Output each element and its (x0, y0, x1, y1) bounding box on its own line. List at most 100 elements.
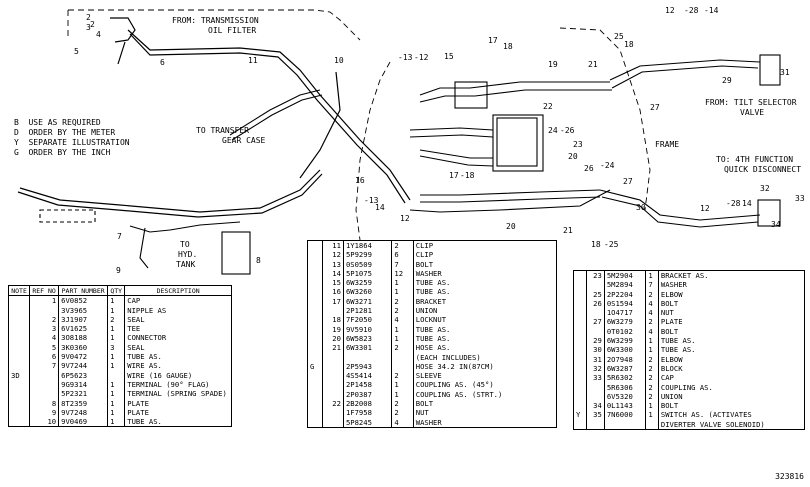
cell-desc: ELBOW (660, 289, 683, 299)
cell-part: 6W3299 (604, 336, 647, 346)
cell-ref: 1 (29, 295, 60, 306)
cell-ref: 7 (29, 361, 60, 371)
cell-part: 6W3260 (343, 287, 393, 297)
callout: 23 (573, 140, 583, 149)
cell-qty: 2 (391, 240, 414, 251)
cell-qty: 2 (645, 391, 659, 402)
cell-desc: NUT (415, 408, 429, 418)
cell-note (573, 308, 587, 318)
table-row: DIVERTER VALVE SOLENOID) (573, 419, 805, 430)
cell-desc: TUBE AS. (415, 287, 451, 297)
cell-note (8, 342, 31, 353)
cell-desc: SLEEVE (415, 371, 442, 381)
cell-qty: 2 (391, 399, 414, 409)
callout: 6 (160, 58, 165, 67)
cell-ref (586, 326, 605, 337)
cell-qty (391, 352, 414, 362)
legend-item: G ORDER BY THE INCH (14, 148, 130, 158)
cell-qty: 1 (107, 417, 126, 427)
callout: 22 (543, 102, 553, 111)
cell-part: 6W3279 (604, 317, 647, 327)
cell-note: Y (573, 410, 587, 420)
cell-desc: TUBE AS. (415, 324, 451, 334)
col-part: PART NUMBER (58, 285, 109, 297)
cell-note (573, 317, 587, 327)
cell-part: 6W5823 (343, 333, 393, 344)
cell-part: 6V0852 (58, 295, 109, 306)
cell-desc: CAP (660, 373, 674, 383)
cell-desc: BOLT (660, 326, 679, 336)
legend-item: D ORDER BY THE METER (14, 128, 130, 138)
cell-desc: TUBE AS. (127, 352, 162, 362)
callout: 8 (256, 256, 261, 265)
cell-ref: 10 (29, 417, 60, 427)
cell-qty: 1 (391, 278, 414, 288)
col-desc: DESCRIPTION (124, 285, 232, 297)
cell-desc: BRACKET (415, 296, 447, 306)
callout: 30 (636, 203, 646, 212)
cell-ref (322, 361, 344, 372)
cell-ref: 23 (586, 270, 605, 281)
cell-part: 2P2204 (604, 289, 647, 299)
cell-qty: 1 (391, 389, 414, 400)
cell-part: 5P9299 (343, 250, 393, 260)
cell-qty: 1 (107, 361, 126, 371)
cell-part: 3J1907 (58, 314, 109, 325)
cell-part: 5P2321 (58, 389, 109, 399)
cell-ref: 30 (586, 345, 605, 355)
callout: 32 (760, 184, 770, 193)
cell-part: 1O4717 (604, 308, 647, 318)
table-row: (EACH INCLUDES) (307, 352, 557, 362)
cell-note (573, 280, 587, 290)
cell-ref: 8 (29, 398, 60, 408)
cell-desc: CLIP (415, 241, 434, 250)
cell-qty: 1 (645, 401, 659, 411)
cell-desc: NUT (660, 308, 674, 318)
cell-qty: 4 (391, 417, 414, 428)
cell-ref: 34 (586, 401, 605, 411)
cell-qty: 4 (645, 308, 659, 318)
cell-desc: HOSE AS. (415, 343, 451, 353)
cell-ref (322, 306, 344, 316)
cell-part: 6W3287 (604, 363, 647, 374)
cell-part: 1F7958 (343, 408, 393, 418)
cell-desc: PLATE (660, 317, 683, 327)
cell-ref: 2 (29, 314, 60, 325)
callout: -13 (398, 53, 413, 62)
cell-note (573, 326, 587, 337)
cell-note (8, 305, 31, 315)
callout: 12 (665, 6, 675, 15)
machine-outline (67, 9, 651, 241)
cell-ref: 15 (322, 278, 344, 288)
callout: -13 (364, 196, 379, 205)
cell-qty: 4 (391, 315, 414, 325)
cell-part: 6W3300 (604, 345, 647, 355)
cell-part: 0S0509 (343, 259, 393, 269)
cell-note (307, 333, 323, 344)
callout: 11 (248, 56, 258, 65)
cell-part: 0L1143 (604, 401, 647, 411)
caption-to-4th: TO: 4TH FUNCTION (716, 155, 794, 164)
cell-note (8, 398, 31, 408)
cell-part: 6W3271 (343, 296, 393, 307)
callout: 18 (503, 42, 513, 51)
cell-ref: 31 (586, 354, 605, 364)
cell-part (343, 352, 393, 362)
caption-frame: FRAME (655, 140, 680, 149)
cell-note (307, 306, 323, 316)
